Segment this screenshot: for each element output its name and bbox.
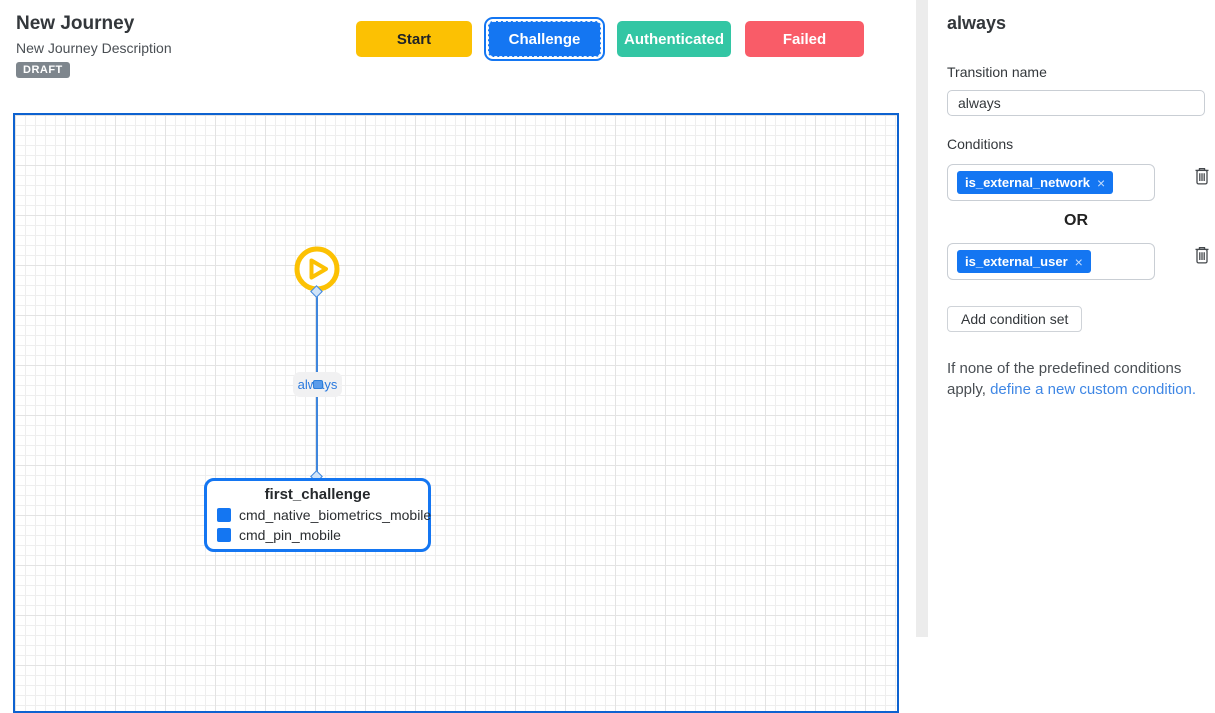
trash-icon[interactable] <box>1193 167 1211 187</box>
node-item-label: cmd_pin_mobile <box>239 527 341 543</box>
node-item[interactable]: cmd_pin_mobile <box>207 527 428 543</box>
start-node[interactable] <box>293 245 341 293</box>
condition-chip-label: is_external_user <box>965 254 1068 269</box>
failed-state-button[interactable]: Failed <box>745 21 864 57</box>
node-title: first_challenge <box>264 486 371 503</box>
node-first-challenge[interactable]: first_challenge cmd_native_biometrics_mo… <box>204 478 431 552</box>
condition-chip[interactable]: is_external_network × <box>957 171 1114 194</box>
condition-set-2[interactable]: is_external_user × <box>947 243 1155 280</box>
status-badge: DRAFT <box>16 62 70 78</box>
condition-chip-label: is_external_network <box>965 175 1091 190</box>
play-icon <box>293 246 341 297</box>
command-icon <box>217 528 231 542</box>
command-icon <box>217 508 231 522</box>
help-text: If none of the predefined conditions app… <box>947 360 1182 398</box>
conditions-label: Conditions <box>947 136 1014 152</box>
start-state-button[interactable]: Start <box>356 21 472 57</box>
journey-canvas[interactable]: always first_challenge cmd_native_biomet… <box>13 113 899 713</box>
sidebar-heading: always <box>947 13 1007 33</box>
add-condition-set-button[interactable]: Add condition set <box>947 306 1083 332</box>
edge-midpoint-handle[interactable] <box>313 380 323 389</box>
page-title: New Journey <box>16 13 135 34</box>
node-item[interactable]: cmd_native_biometrics_mobile <box>207 507 432 523</box>
or-separator: OR <box>1064 212 1088 229</box>
conditions-help-text: If none of the predefined conditions app… <box>947 358 1199 400</box>
condition-set-1[interactable]: is_external_network × <box>947 164 1155 201</box>
trash-icon[interactable] <box>1193 246 1211 266</box>
authenticated-state-button[interactable]: Authenticated <box>617 21 731 57</box>
panel-divider <box>916 0 928 637</box>
close-icon[interactable]: × <box>1074 253 1083 270</box>
transition-name-label: Transition name <box>947 64 1047 80</box>
define-custom-condition-link[interactable]: define a new custom condition. <box>990 381 1197 398</box>
node-item-label: cmd_native_biometrics_mobile <box>239 507 432 523</box>
edge-label-always[interactable]: always <box>293 372 342 397</box>
transition-name-input[interactable] <box>947 90 1205 116</box>
challenge-state-button[interactable]: Challenge <box>484 17 605 61</box>
close-icon[interactable]: × <box>1097 174 1106 191</box>
condition-chip[interactable]: is_external_user × <box>957 250 1091 273</box>
page-subtitle: New Journey Description <box>16 40 172 56</box>
